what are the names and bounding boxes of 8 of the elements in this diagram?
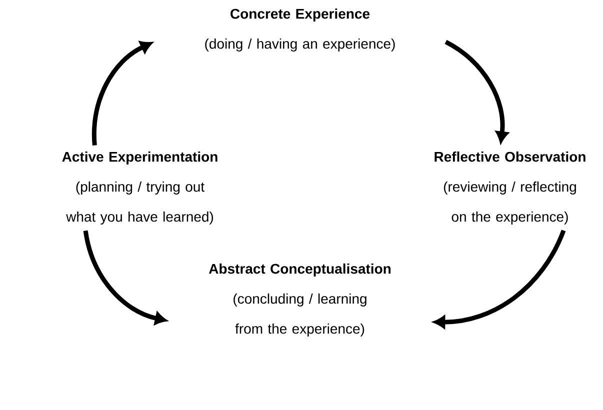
curved-arrow [83, 230, 166, 325]
curved-arrow [434, 230, 566, 328]
curved-arrow [92, 41, 152, 146]
stage-label: Concrete Experience (doing / having an experience) [205, 8, 395, 52]
curved-arrow [444, 40, 508, 143]
stage-label: Reflective Observation (reviewing / reflecting on the experience) [434, 151, 586, 225]
stage-label: Active Experimentation (planning / trying out what you have learned) [62, 151, 218, 225]
stage-label: Abstract Conceptualisation (concluding / learning from the experience) [208, 263, 391, 337]
